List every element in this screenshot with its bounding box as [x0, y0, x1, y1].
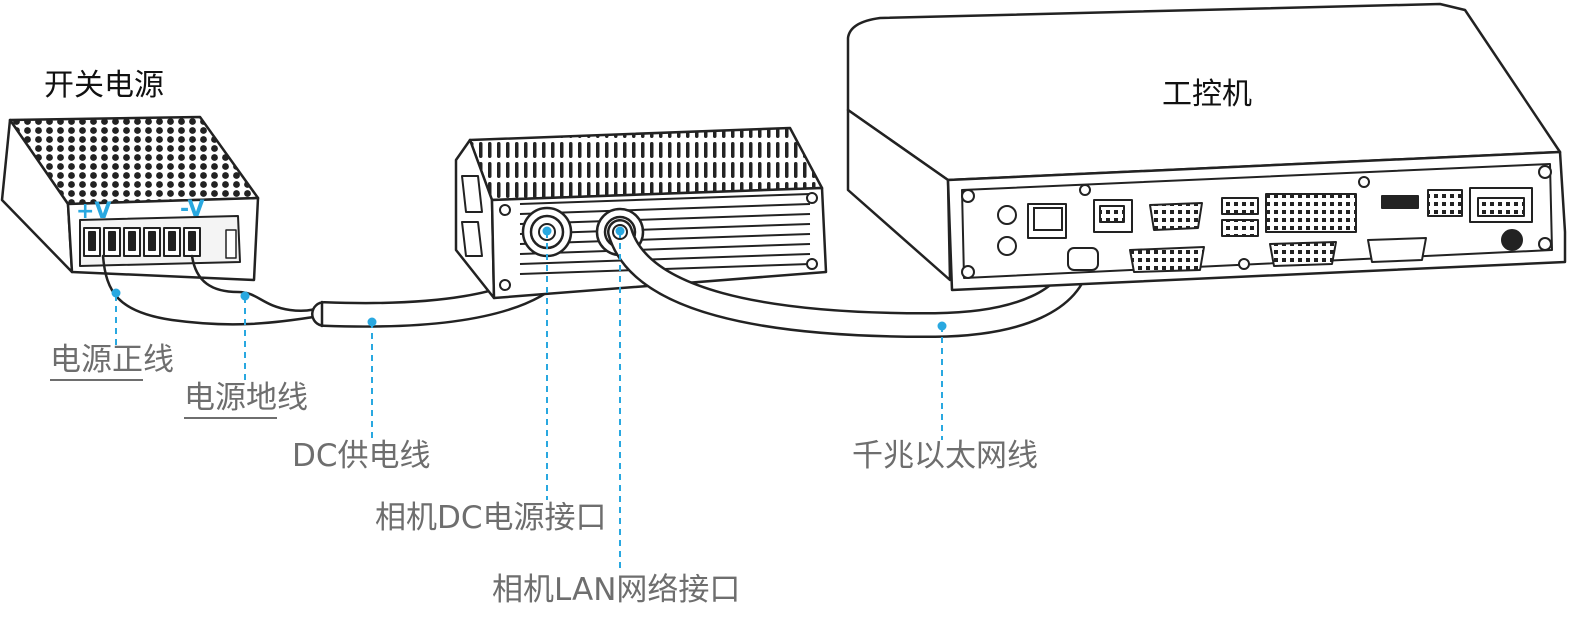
power-ground-underlined: 电源地: [184, 380, 277, 419]
camera: [454, 126, 828, 300]
callout-lines: [115, 232, 943, 572]
camera-lan-port-label: 相机LAN网络接口: [492, 572, 741, 608]
industrial-pc: [846, 2, 1567, 292]
callout-dots: [111, 226, 947, 331]
ipc-title: 工控机: [1162, 77, 1252, 112]
negative-terminal-label: -V: [180, 197, 205, 222]
power-ground-rest: 线: [277, 380, 308, 416]
positive-terminal-label: +V: [76, 199, 112, 224]
camera-dc-port-label: 相机DC电源接口: [375, 500, 607, 536]
power-wires: [101, 254, 324, 326]
dc-cable-label: DC供电线: [292, 438, 431, 474]
power-positive-rest: 线: [143, 342, 174, 378]
power-supply-title: 开关电源: [44, 68, 164, 103]
power-ground-wire-label: 电源地线: [184, 380, 308, 419]
ipc-io-ports: [997, 176, 1533, 273]
power-positive-wire-label: 电源正线: [50, 342, 174, 381]
gigabit-cable-label: 千兆以太网线: [852, 438, 1038, 474]
power-supply: [0, 115, 260, 282]
terminal-block: [83, 227, 201, 257]
power-positive-underlined: 电源正: [50, 342, 143, 381]
